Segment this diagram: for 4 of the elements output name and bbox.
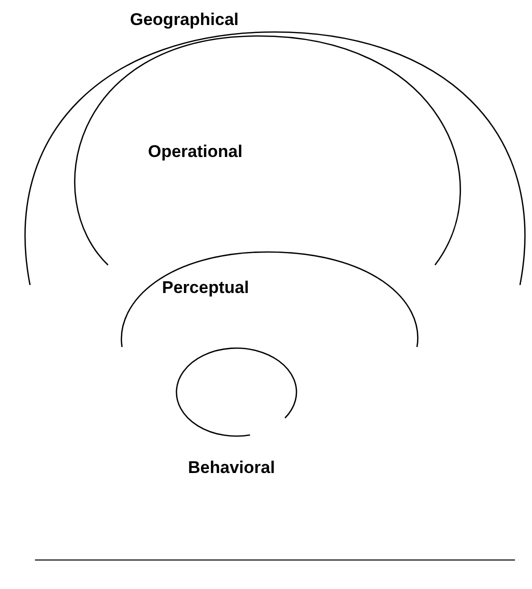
layer-label: Perceptual bbox=[162, 278, 249, 298]
layer-label: Geographical bbox=[130, 10, 239, 30]
layer-label: Behavioral bbox=[188, 458, 275, 478]
layer-label: Operational bbox=[148, 142, 242, 162]
